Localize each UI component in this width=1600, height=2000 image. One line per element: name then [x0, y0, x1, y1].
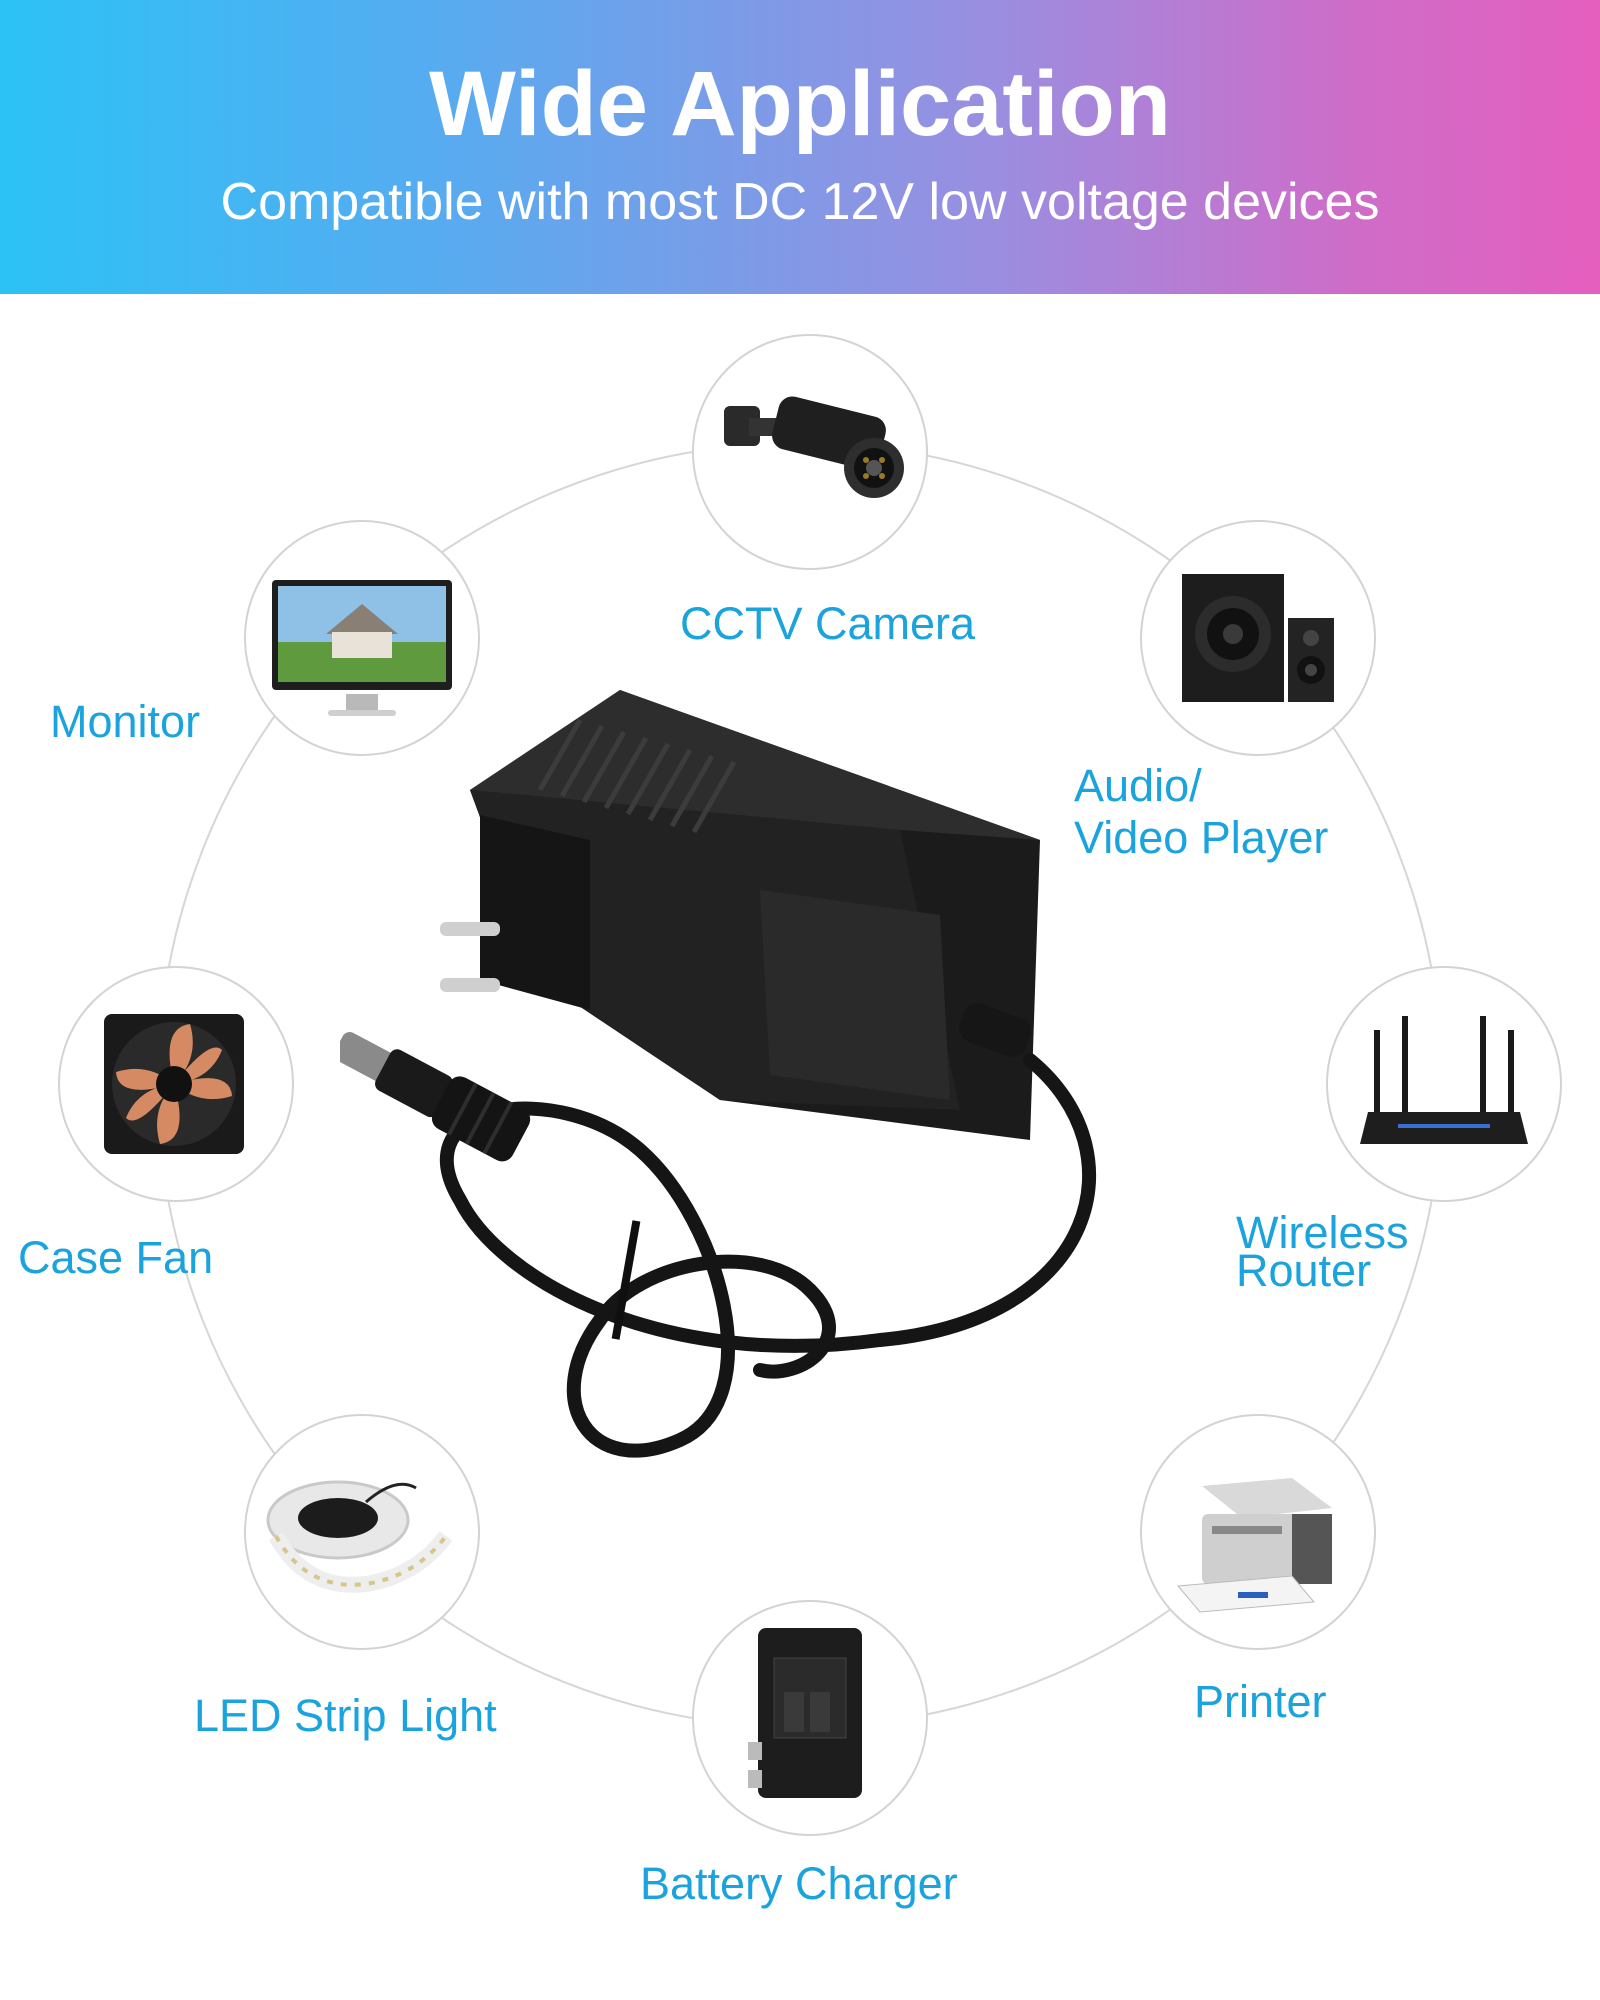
label-monitor: Monitor — [50, 696, 201, 747]
page-subtitle: Compatible with most DC 12V low voltage … — [220, 173, 1380, 231]
device-audio-video-player — [1140, 520, 1376, 756]
label-battery-charger: Battery Charger — [640, 1858, 958, 1909]
label-audio-video-player: Audio/ Video Player — [1074, 760, 1328, 864]
led-strip-icon — [266, 1480, 453, 1593]
label-printer: Printer — [1194, 1676, 1327, 1727]
router-icon — [1360, 1016, 1528, 1144]
power-adapter-icon — [340, 690, 1096, 1458]
label-audio-line1: Audio/ — [1074, 760, 1202, 811]
case-fan-icon — [104, 1014, 244, 1154]
device-printer — [1140, 1414, 1376, 1650]
device-wireless-router — [1326, 966, 1562, 1202]
label-led-strip-light: LED Strip Light — [194, 1690, 497, 1741]
label-router-line1: Wireless — [1236, 1207, 1409, 1258]
page-title: Wide Application — [429, 53, 1171, 155]
device-led-strip-light — [244, 1414, 480, 1650]
device-monitor — [244, 520, 480, 756]
device-battery-charger — [692, 1600, 928, 1836]
label-cctv-camera: CCTV Camera — [680, 598, 976, 649]
speaker-icon — [1182, 574, 1334, 702]
label-case-fan: Case Fan — [18, 1232, 214, 1283]
label-audio-line2: Video Player — [1074, 812, 1329, 863]
header-banner: Wide Application Compatible with most DC… — [0, 0, 1600, 294]
device-cctv-camera — [692, 334, 928, 570]
printer-icon — [1176, 1478, 1332, 1613]
device-case-fan — [58, 966, 294, 1202]
battery-charger-icon — [748, 1628, 862, 1798]
cctv-camera-icon — [724, 396, 904, 498]
label-wireless-router: Wireless Router — [1236, 1207, 1409, 1296]
label-router-line2: Router — [1236, 1245, 1372, 1296]
monitor-icon — [272, 580, 452, 716]
